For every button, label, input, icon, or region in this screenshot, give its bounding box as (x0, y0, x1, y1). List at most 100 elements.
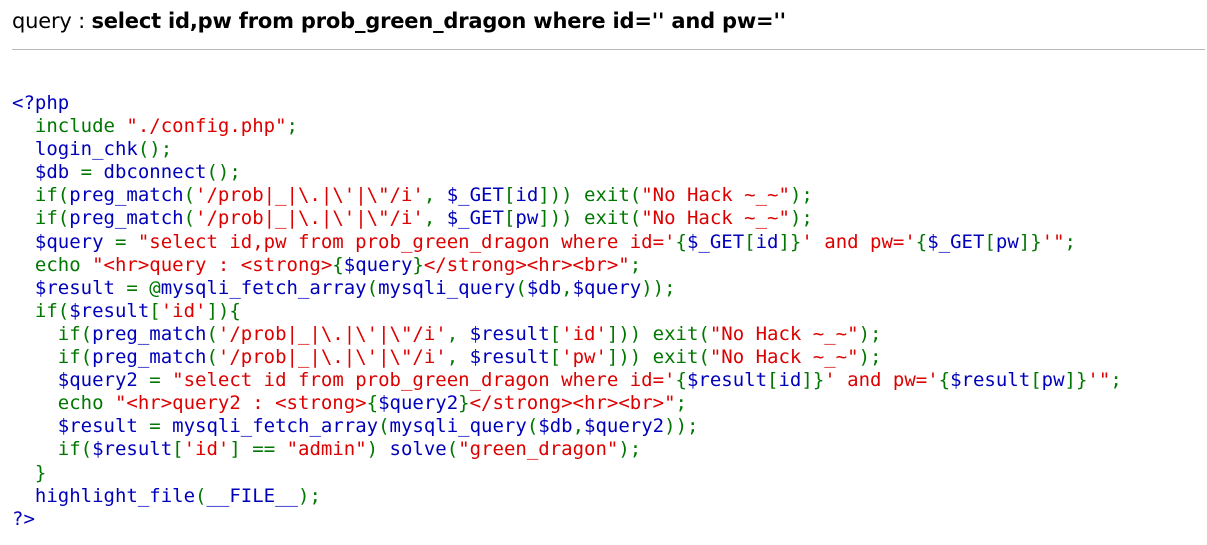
code-token: id (755, 230, 779, 253)
code-token: '/prob|_|\.|\'|\"/i' (217, 322, 447, 345)
code-token: '/prob|_|\.|\'|\"/i' (217, 346, 447, 369)
code-token: ( (183, 184, 196, 207)
code-token: __FILE__ (206, 484, 298, 507)
code-token: , (446, 322, 470, 345)
code-token: ( (446, 438, 459, 461)
code-token: if( (12, 299, 70, 322)
code-line: $query = "select id,pw from prob_green_d… (12, 231, 1122, 254)
code-token: $result (12, 276, 127, 299)
code-token: { (915, 230, 928, 253)
code-token: [ (503, 184, 516, 207)
code-token: $query (572, 276, 642, 299)
code-token: [ (149, 299, 161, 322)
code-token: </strong><hr><br>" (423, 253, 630, 276)
code-token: ])) exit( (538, 184, 642, 207)
code-token: ]){ (206, 299, 241, 322)
code-token: = @ (126, 276, 161, 299)
code-token: $result (69, 299, 150, 322)
code-token: ] == (229, 438, 287, 461)
code-token: preg_match (92, 346, 207, 369)
code-token: [ (503, 207, 516, 230)
code-token: $query2 (584, 415, 665, 438)
code-token: id (778, 369, 802, 392)
code-token: login_chk (12, 138, 138, 161)
code-token: <?php (12, 92, 70, 114)
code-line: if(preg_match('/prob|_|\.|\'|\"/i', $res… (12, 346, 1122, 369)
code-token: preg_match (69, 184, 184, 207)
code-token: = (80, 161, 104, 184)
code-token: ( (206, 346, 218, 369)
code-token: preg_match (69, 207, 184, 230)
code-token: { (938, 369, 951, 392)
code-token: $result (950, 369, 1031, 392)
code-token: echo (12, 253, 93, 276)
code-token: , (572, 415, 585, 438)
code-token: '/prob|_|\.|\'|\"/i' (195, 207, 424, 230)
code-token: [ (549, 322, 562, 345)
code-token: ( (206, 322, 218, 345)
code-token: $query2 (378, 392, 459, 415)
code-token: ; (1110, 369, 1122, 392)
code-token: ; (629, 253, 642, 276)
code-line: if(preg_match('/prob|_|\.|\'|\"/i', $_GE… (12, 207, 1122, 230)
divider (12, 49, 1205, 50)
code-token: mysqli_query (378, 276, 516, 299)
code-token: preg_match (92, 322, 207, 345)
code-token: "No Hack ~_~" (709, 322, 859, 345)
code-token: pw (1041, 369, 1065, 392)
code-line: $db = dbconnect(); (12, 161, 1122, 184)
code-token: , (446, 346, 470, 369)
code-token: pw (995, 230, 1019, 253)
code-token: ; (675, 392, 687, 415)
code-token: mysqli_fetch_array (172, 415, 379, 438)
code-token: if( (12, 322, 93, 345)
code-token: ( (526, 415, 539, 438)
code-token: "No Hack ~_~" (641, 184, 790, 207)
code-token: $db (12, 161, 81, 184)
code-token: if( (12, 346, 93, 369)
code-token: ); (789, 184, 813, 207)
code-token: (); (206, 161, 241, 184)
query-label: query : (12, 9, 92, 33)
code-token: $result (469, 346, 550, 369)
code-token: "green_dragon" (458, 438, 619, 461)
code-line: $result = mysqli_fetch_array(mysqli_quer… (12, 415, 1122, 438)
code-token: , (561, 276, 573, 299)
code-token: if( (12, 184, 70, 207)
code-token: $db (526, 276, 562, 299)
code-token: } (12, 461, 47, 484)
code-token: $_GET (927, 230, 985, 253)
code-token: ); (789, 207, 813, 230)
code-token: { (675, 369, 687, 392)
code-token: $query2 (12, 369, 150, 392)
code-token: '" (1087, 369, 1111, 392)
code-line: ?> (12, 508, 1122, 531)
code-token: = (149, 415, 173, 438)
highlighted-source-code: <?php include "./config.php"; login_chk(… (12, 92, 1122, 531)
code-line: echo "<hr>query : <strong>{$query}</stro… (12, 254, 1122, 277)
code-token: if( (12, 438, 93, 461)
code-token: ])) exit( (606, 322, 710, 345)
code-token: $query (12, 230, 115, 253)
code-token: dbconnect (103, 161, 207, 184)
code-token: include (12, 115, 127, 138)
code-token: 'id' (160, 299, 207, 322)
code-token: $db (538, 415, 573, 438)
code-token: ' and pw=' (824, 369, 939, 392)
code-token: } (458, 392, 470, 415)
code-token: "select id from prob_green_dragon where … (172, 369, 676, 392)
code-token: )); (641, 276, 676, 299)
code-token: , (423, 207, 447, 230)
code-token: ]} (1018, 230, 1042, 253)
code-token: solve (389, 438, 447, 461)
code-token: [ (549, 346, 562, 369)
code-token: if( (12, 207, 70, 230)
code-token: ); (858, 322, 882, 345)
code-token: 'id' (183, 438, 230, 461)
code-token: ])) exit( (538, 207, 642, 230)
code-token: mysqli_fetch_array (160, 276, 367, 299)
code-line: if($result['id'] == "admin") solve("gree… (12, 438, 1122, 461)
code-token: $_GET (446, 184, 504, 207)
code-token: [ (172, 438, 184, 461)
